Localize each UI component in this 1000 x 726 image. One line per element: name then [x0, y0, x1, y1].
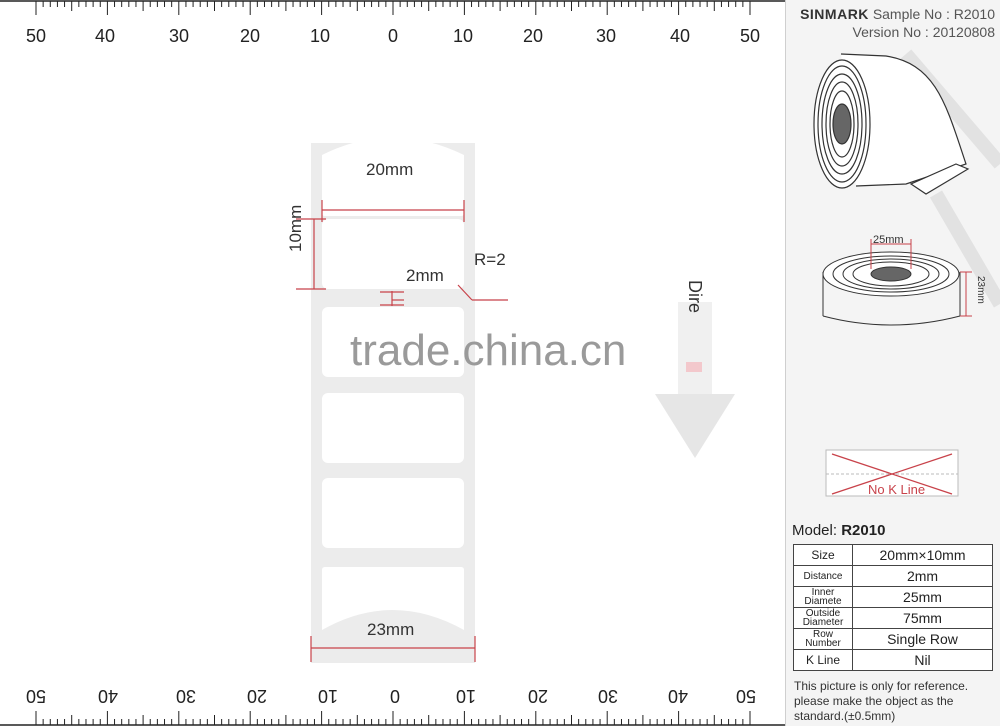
gap-dimension: 2mm — [406, 266, 444, 285]
no-k-line-label: No K Line — [868, 482, 925, 497]
label-height-dimension: 10mm — [286, 204, 305, 252]
no-k-line-diagram: No K Line — [825, 449, 959, 497]
spec-key: K Line — [793, 649, 853, 671]
ruler-label: 20 — [247, 686, 267, 706]
sample-number-line: SINMARK Sample No : R2010 — [795, 6, 995, 22]
model-heading: Model: R2010 — [792, 522, 885, 539]
label-strip-drawing — [296, 137, 735, 663]
spec-value: 2mm — [852, 565, 993, 587]
ruler-label: 10 — [453, 26, 473, 46]
spec-table: Size 20mm×10mm Distance 2mm Inner Diamet… — [793, 544, 993, 671]
spec-value: Nil — [852, 649, 993, 671]
ruler-label: 20 — [528, 686, 548, 706]
ruler-label: 20 — [523, 26, 543, 46]
spec-value: 20mm×10mm — [852, 544, 993, 566]
label-partial-top — [322, 137, 464, 216]
model-value: R2010 — [841, 522, 886, 539]
ruler-label: 10 — [310, 26, 330, 46]
corner-radius-dimension: R=2 — [474, 250, 506, 269]
roll-width-label: 23mm — [975, 276, 986, 304]
spec-value: 25mm — [852, 586, 993, 608]
ruler-label: 50 — [736, 686, 756, 706]
label-partial-bottom — [322, 567, 464, 630]
spec-key: Size — [793, 544, 853, 566]
dimension-lines — [296, 200, 508, 662]
ruler-label: 20 — [240, 26, 260, 46]
roll-dimension-lines — [870, 239, 972, 317]
ruler-label: 30 — [598, 686, 618, 706]
ruler-label: 10 — [318, 686, 338, 706]
spec-key: Inner Diamete — [793, 586, 853, 608]
direction-arrow-marker — [686, 362, 702, 372]
table-row: K Line Nil — [793, 649, 993, 671]
ruler-label: 0 — [390, 686, 400, 706]
spec-value: 75mm — [852, 607, 993, 629]
direction-label: Dire — [685, 280, 705, 314]
watermark: trade.china.cn — [350, 326, 627, 375]
version-number: Version No : 20120808 — [852, 24, 995, 40]
ruler-label: 50 — [26, 686, 46, 706]
spec-key: Outside Diameter — [793, 607, 853, 629]
table-row: Outside Diameter 75mm — [793, 607, 993, 629]
ruler-label: 30 — [169, 26, 189, 46]
bottom-ruler: 50 40 30 20 10 0 10 20 30 40 50 — [0, 686, 785, 726]
top-ruler: 50 40 30 20 10 0 10 20 30 40 50 — [0, 0, 785, 46]
label — [322, 307, 464, 377]
ruler-label: 30 — [596, 26, 616, 46]
spec-value: Single Row — [852, 628, 993, 650]
top-ruler-labels: 50 40 30 20 10 0 10 20 30 40 50 — [26, 26, 760, 46]
ruler-label: 30 — [176, 686, 196, 706]
top-ruler-ticks — [35, 1, 751, 15]
roll-side-icon — [822, 251, 961, 326]
direction-arrow-shaft — [678, 302, 712, 394]
ruler-label: 0 — [388, 26, 398, 46]
ruler-label: 50 — [740, 26, 760, 46]
spec-key: Distance — [793, 565, 853, 587]
roll-inner-diameter-label: 25mm — [873, 234, 904, 246]
table-row: Size 20mm×10mm — [793, 544, 993, 566]
roll-3d-icon — [813, 53, 970, 195]
ruler-label: 40 — [95, 26, 115, 46]
label — [322, 478, 464, 548]
ruler-label: 10 — [456, 686, 476, 706]
liner-width-dimension: 23mm — [367, 620, 415, 639]
label — [322, 393, 464, 463]
model-prefix: Model: — [792, 522, 838, 539]
table-row: Distance 2mm — [793, 565, 993, 587]
bottom-ruler-labels: 50 40 30 20 10 0 10 20 30 40 50 — [26, 686, 756, 706]
ruler-label: 40 — [670, 26, 690, 46]
brand-logo: SINMARK — [800, 6, 869, 22]
bottom-ruler-ticks — [35, 711, 751, 725]
spec-key: Row Number — [793, 628, 853, 650]
label-roll-illustration: 25mm 23mm — [813, 49, 1000, 326]
ruler-label: 40 — [98, 686, 118, 706]
reference-note: This picture is only for reference. plea… — [794, 679, 969, 723]
ruler-label: 40 — [668, 686, 688, 706]
table-row: Inner Diamete 25mm — [793, 586, 993, 608]
direction-arrow-icon — [655, 394, 735, 458]
sample-number: Sample No : R2010 — [872, 6, 995, 22]
label-width-dimension: 20mm — [366, 160, 414, 179]
ruler-label: 50 — [26, 26, 46, 46]
table-row: Row Number Single Row — [793, 628, 993, 650]
label — [322, 219, 464, 289]
